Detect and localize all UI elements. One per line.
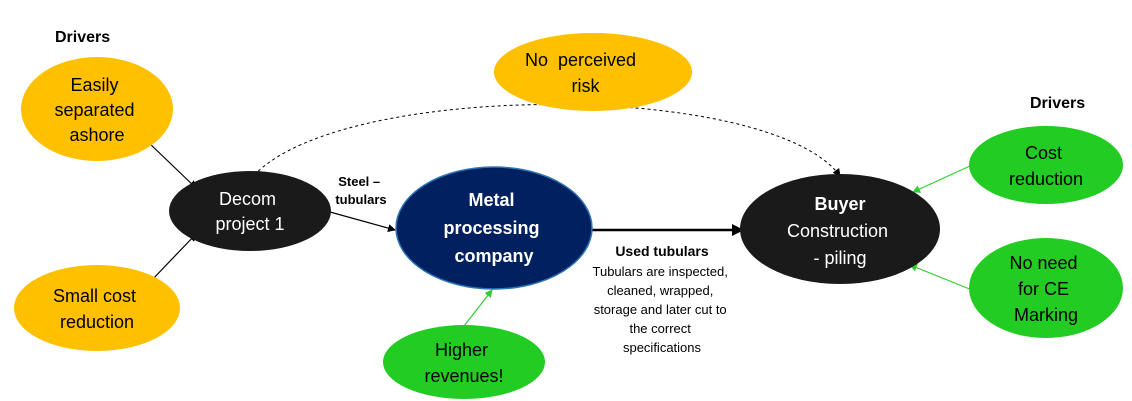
metal-text: Metal processing company	[443, 190, 544, 266]
arrow-noce-to-buyer	[909, 263, 973, 291]
flow-output-title: Used tubulars	[615, 243, 709, 259]
node-small-cost-reduction	[14, 265, 180, 351]
arrow-dotted-decom-buyer	[242, 104, 841, 188]
drivers-right-label: Drivers	[1030, 95, 1085, 112]
cost-reduction-text: Cost reduction	[1009, 143, 1083, 189]
node-no-perceived-risk	[494, 33, 692, 111]
nodes	[14, 33, 1123, 399]
node-no-ce-marking	[969, 238, 1123, 338]
connectors	[147, 104, 973, 327]
node-cost-reduction	[969, 126, 1123, 204]
node-buyer	[740, 174, 940, 284]
decom-text: Decom project 1	[215, 189, 284, 234]
buyer-title: Buyer	[814, 194, 865, 214]
arrow-revenues-to-metal	[463, 289, 493, 327]
arrow-costred-to-buyer	[912, 165, 971, 193]
flow-output-desc: Tubulars are inspected, cleaned, wrapped…	[593, 264, 732, 355]
node-decom-project	[169, 171, 331, 251]
arrow-smallcost-to-decom	[149, 233, 197, 283]
node-easily-separated	[21, 57, 173, 161]
node-metal-processing	[395, 166, 593, 290]
arrow-easily-to-decom	[147, 141, 197, 189]
node-higher-revenues	[383, 325, 545, 399]
buyer-sub: Construction - piling	[787, 221, 893, 268]
higher-revenues-text: Higher revenues!	[424, 340, 503, 386]
no-risk-text: No perceived risk	[0, 0, 661, 96]
drivers-left-label: Drivers	[55, 29, 110, 46]
small-cost-text: Small cost reduction	[53, 286, 141, 332]
easily-separated-text: Easily separated ashore	[54, 75, 139, 145]
flow-input-label: Steel – tubulars	[335, 174, 386, 207]
no-ce-text: No need for CE Marking	[1009, 253, 1082, 325]
arrow-decom-to-metal	[329, 211, 396, 232]
